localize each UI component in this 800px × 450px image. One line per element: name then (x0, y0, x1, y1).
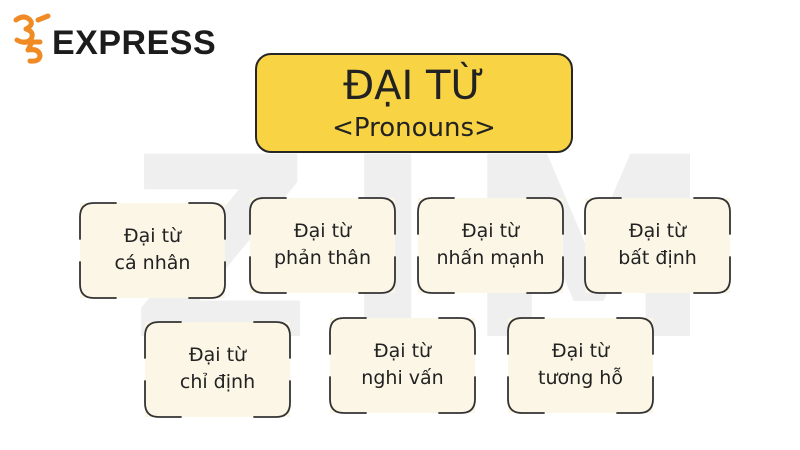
card-corner-2 (253, 380, 291, 418)
card-corner-1 (693, 197, 731, 235)
pronoun-card-intensive: Đại từ nhấn mạnh (417, 197, 564, 294)
card-label-line2: tương hỗ (538, 367, 623, 389)
pronoun-card-indefinite: Đại từ bất định (584, 197, 731, 294)
card-label-line1: Đại từ (188, 344, 247, 366)
card-label-line1: Đại từ (551, 340, 610, 362)
card-corner-3 (329, 376, 367, 414)
card-corner-0 (329, 317, 367, 355)
card-frame (79, 202, 226, 299)
pronoun-card-reciprocal: Đại từ tương hỗ (507, 317, 654, 414)
card-corner-3 (417, 256, 455, 294)
card-corner-3 (584, 256, 622, 294)
card-corner-3 (507, 376, 545, 414)
card-label-line2: nhấn mạnh (436, 247, 545, 269)
card-label-line1: Đại từ (293, 220, 352, 242)
pronoun-card-reflexive: Đại từ phản thân (249, 197, 396, 294)
card-label-line1: Đại từ (628, 220, 687, 242)
pronoun-card-personal: Đại từ cá nhân (79, 202, 226, 299)
brand-name: EXPRESS (52, 24, 217, 62)
card-corner-0 (584, 197, 622, 235)
card-frame (584, 197, 731, 294)
card-frame (249, 197, 396, 294)
card-corner-3 (249, 256, 287, 294)
brand-mark-icon (13, 13, 51, 64)
card-corner-0 (79, 202, 117, 240)
card-label-line1: Đại từ (373, 340, 432, 362)
card-corner-1 (438, 317, 476, 355)
card-corner-2 (693, 256, 731, 294)
card-frame (329, 317, 476, 414)
card-corner-1 (526, 197, 564, 235)
card-frame (507, 317, 654, 414)
card-corner-3 (79, 261, 117, 299)
card-corner-1 (188, 202, 226, 240)
diagram-subtitle: <Pronouns> (332, 113, 496, 143)
card-corner-0 (249, 197, 287, 235)
brand-logo[interactable]: EXPRESS (10, 12, 216, 64)
card-corner-0 (144, 321, 182, 359)
card-frame (144, 321, 291, 418)
card-label-line2: cá nhân (114, 252, 191, 274)
card-label-line1: Đại từ (461, 220, 520, 242)
card-corner-1 (253, 321, 291, 359)
card-corner-2 (438, 376, 476, 414)
card-corner-0 (507, 317, 545, 355)
diagram-title: ĐẠI TỪ (343, 63, 485, 109)
card-corner-2 (616, 376, 654, 414)
card-corner-0 (417, 197, 455, 235)
card-label-line2: phản thân (273, 247, 371, 269)
card-corner-1 (616, 317, 654, 355)
pronoun-card-interrogative: Đại từ nghi vấn (329, 317, 476, 414)
card-corner-3 (144, 380, 182, 418)
card-label-line2: nghi vấn (361, 367, 444, 389)
card-corner-2 (526, 256, 564, 294)
card-label-line2: bất định (618, 247, 697, 269)
card-frame (417, 197, 564, 294)
card-label-line2: chỉ định (179, 371, 256, 393)
card-corner-2 (188, 261, 226, 299)
card-corner-2 (358, 256, 396, 294)
card-corner-1 (358, 197, 396, 235)
card-label-line1: Đại từ (123, 225, 182, 247)
title-box: ĐẠI TỪ <Pronouns> (255, 53, 573, 153)
pronoun-card-demonstrative: Đại từ chỉ định (144, 321, 291, 418)
